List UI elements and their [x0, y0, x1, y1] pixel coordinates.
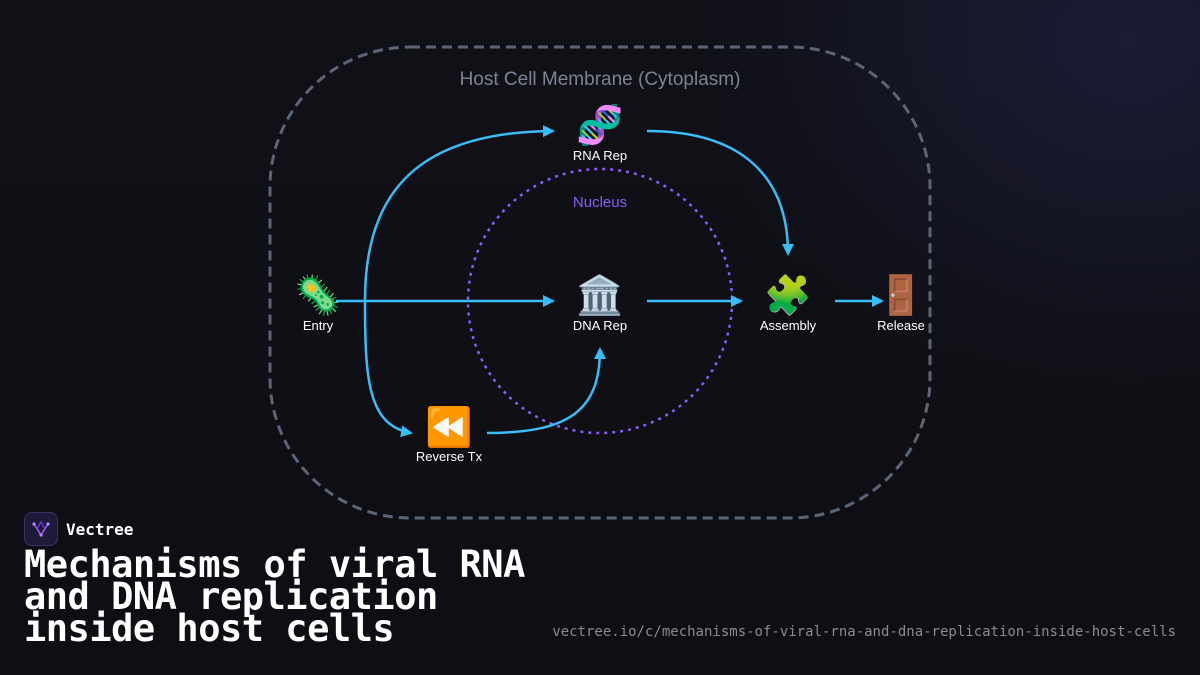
node-rna-rep: 🧬 RNA Rep	[573, 102, 627, 163]
vectree-logo-icon	[24, 512, 58, 546]
source-url: vectree.io/c/mechanisms-of-viral-rna-and…	[552, 624, 1176, 640]
node-reverse-tx: ⏪ Reverse Tx	[416, 405, 483, 464]
dna-icon: 🧬	[576, 102, 623, 148]
edge-rna-rep-assembly	[646, 129, 794, 256]
node-label-entry: Entry	[303, 318, 334, 333]
brand: Vectree	[24, 512, 133, 546]
brand-name: Vectree	[66, 519, 134, 539]
microbe-icon: 🦠	[294, 273, 341, 317]
node-label-reverse-tx: Reverse Tx	[416, 449, 483, 464]
edge-reverse-tx-dna-rep	[486, 347, 606, 435]
node-label-rna-rep: RNA Rep	[573, 148, 627, 163]
classical-building-icon: 🏛️	[576, 273, 623, 317]
host-cell-membrane	[268, 45, 932, 520]
node-dna-rep: 🏛️ DNA Rep	[573, 273, 627, 333]
node-entry: 🦠 Entry	[294, 273, 341, 333]
edge-entry-rna-rep	[363, 125, 555, 301]
node-assembly: 🧩 Assembly	[760, 273, 817, 333]
node-label-assembly: Assembly	[760, 318, 817, 333]
edge-entry-reverse-tx	[363, 301, 413, 438]
node-release: 🚪 Release	[877, 273, 925, 333]
puzzle-piece-icon: 🧩	[764, 273, 811, 317]
edges	[336, 125, 884, 438]
node-label-dna-rep: DNA Rep	[573, 318, 627, 333]
nucleus-label: Nucleus	[573, 194, 627, 211]
node-label-release: Release	[877, 318, 925, 333]
rewind-icon: ⏪	[425, 405, 472, 449]
door-icon: 🚪	[877, 273, 924, 317]
page-title: Mechanisms of viral RNA and DNA replicat…	[24, 543, 525, 650]
membrane-label: Host Cell Membrane (Cytoplasm)	[460, 69, 741, 90]
